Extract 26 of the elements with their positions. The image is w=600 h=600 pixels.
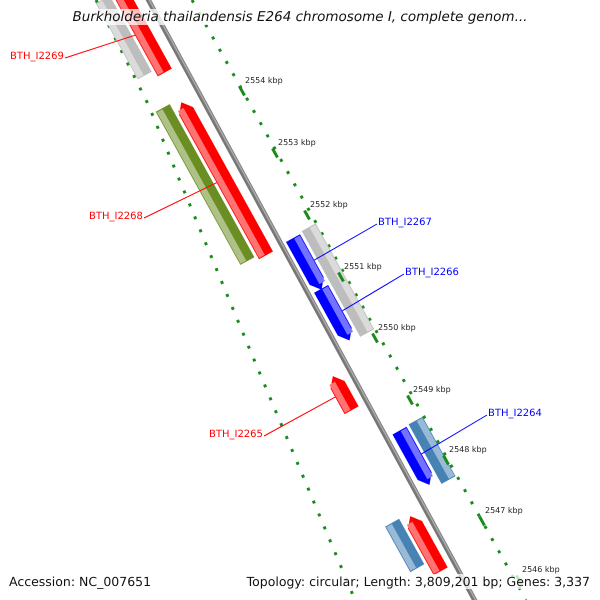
scale-label: 2551 kbp — [344, 262, 382, 271]
gene-feature — [178, 102, 273, 260]
gene-feature — [406, 516, 448, 576]
scale-label: 2546 kbp — [522, 565, 560, 574]
gene-feature — [314, 285, 353, 340]
title: Burkholderia thailandensis E264 chromosome I, complete genom... — [72, 9, 528, 25]
leader-line — [64, 34, 136, 58]
leader-line — [421, 414, 488, 454]
gene-label: BTH_I2269 — [10, 51, 64, 62]
info-text: Topology: circular; Length: 3,809,201 bp; Genes: 3,337 — [246, 574, 590, 589]
leader-line — [144, 182, 218, 218]
info-text: Accession: NC_007651 — [9, 574, 152, 589]
gene-label: BTH_I2266 — [405, 267, 459, 278]
gene-feature — [329, 376, 359, 414]
scale-label: 2548 kbp — [449, 445, 487, 454]
scale-label: 2552 kbp — [310, 200, 348, 209]
gene-label: BTH_I2265 — [209, 429, 263, 440]
scale-label: 2547 kbp — [485, 506, 523, 515]
gene-label: BTH_I2264 — [488, 408, 542, 419]
leader-line — [342, 274, 404, 312]
scale-label: 2549 kbp — [413, 385, 451, 394]
leader-line — [264, 396, 336, 436]
leader-line — [314, 224, 378, 261]
gene-label: BTH_I2268 — [89, 211, 143, 222]
scale-label: 2554 kbp — [245, 76, 283, 85]
gene-label: BTH_I2267 — [378, 217, 432, 228]
